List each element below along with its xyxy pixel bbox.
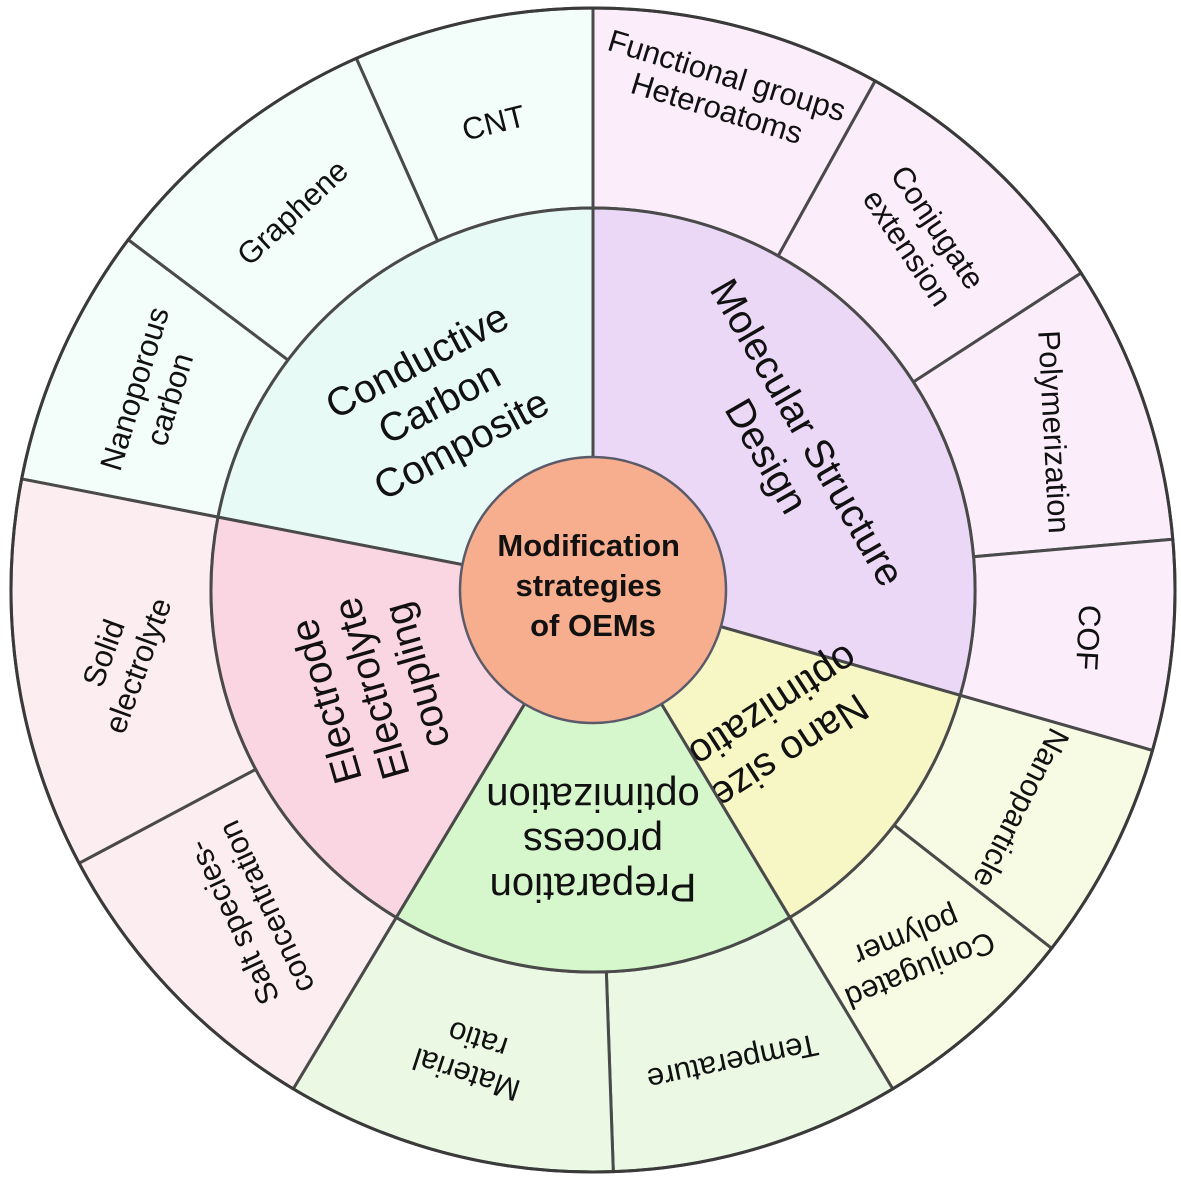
molecular-item-4-label-line-1: COF	[1069, 604, 1107, 671]
center-title-line-1: Modification	[497, 528, 680, 563]
center-title: Modification strategies of OEMs	[497, 528, 688, 643]
prep-category-label: Preparationprocessoptimization	[486, 776, 699, 910]
center-title-line-3: of OEMs	[530, 608, 656, 643]
center-title-line-2: strategies	[515, 568, 661, 603]
prep-category-label-line-2: process	[523, 820, 663, 864]
center-circle	[458, 455, 728, 725]
wheel-border	[9, 6, 1177, 1174]
center-hub: Modification strategies of OEMs	[458, 455, 728, 725]
molecular-item-4-label: COF	[1069, 604, 1107, 671]
prep-category-label-line-1: Preparation	[490, 865, 697, 909]
prep-category-label-line-3: optimization	[486, 776, 699, 820]
